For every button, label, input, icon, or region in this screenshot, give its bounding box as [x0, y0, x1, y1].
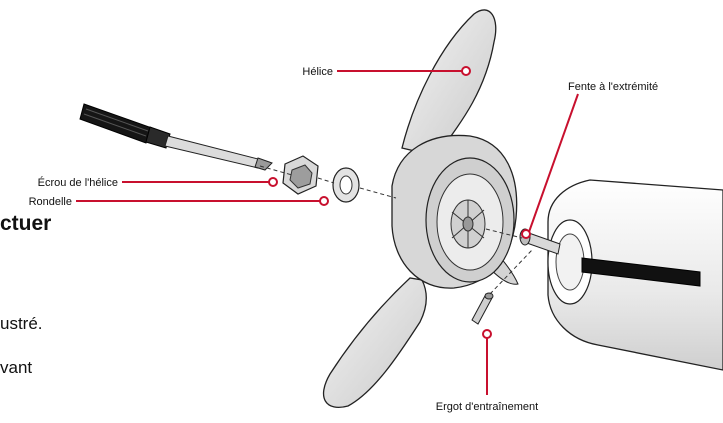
leader-rondelle-dot — [319, 196, 329, 206]
cropped-heading: ctuer — [0, 212, 52, 235]
motor-housing-illustration — [519, 179, 723, 371]
drive-pin-illustration — [471, 292, 494, 325]
label-helice: Hélice — [302, 66, 333, 78]
propeller-illustration — [322, 9, 519, 408]
leader-fente-dot — [521, 229, 531, 239]
leader-ergot-dot — [482, 329, 492, 339]
propeller-nut-illustration — [282, 155, 319, 195]
label-fente: Fente à l'extrémité — [568, 81, 658, 93]
leader-fente — [528, 93, 579, 233]
label-rondelle: Rondelle — [29, 196, 72, 208]
washer-illustration — [332, 167, 360, 203]
callout-leaders — [76, 66, 579, 395]
label-ecrou: Écrou de l'hélice — [38, 176, 118, 189]
label-ergot: Ergot d'entraînement — [436, 401, 538, 413]
leader-helice-dot — [461, 66, 471, 76]
screwdriver-illustration — [79, 103, 273, 171]
leader-ecrou-dot — [268, 177, 278, 187]
assembly-axis-lines — [259, 165, 533, 295]
cropped-text-line: vant — [0, 358, 33, 377]
cropped-text-line: ustré. — [0, 314, 43, 333]
